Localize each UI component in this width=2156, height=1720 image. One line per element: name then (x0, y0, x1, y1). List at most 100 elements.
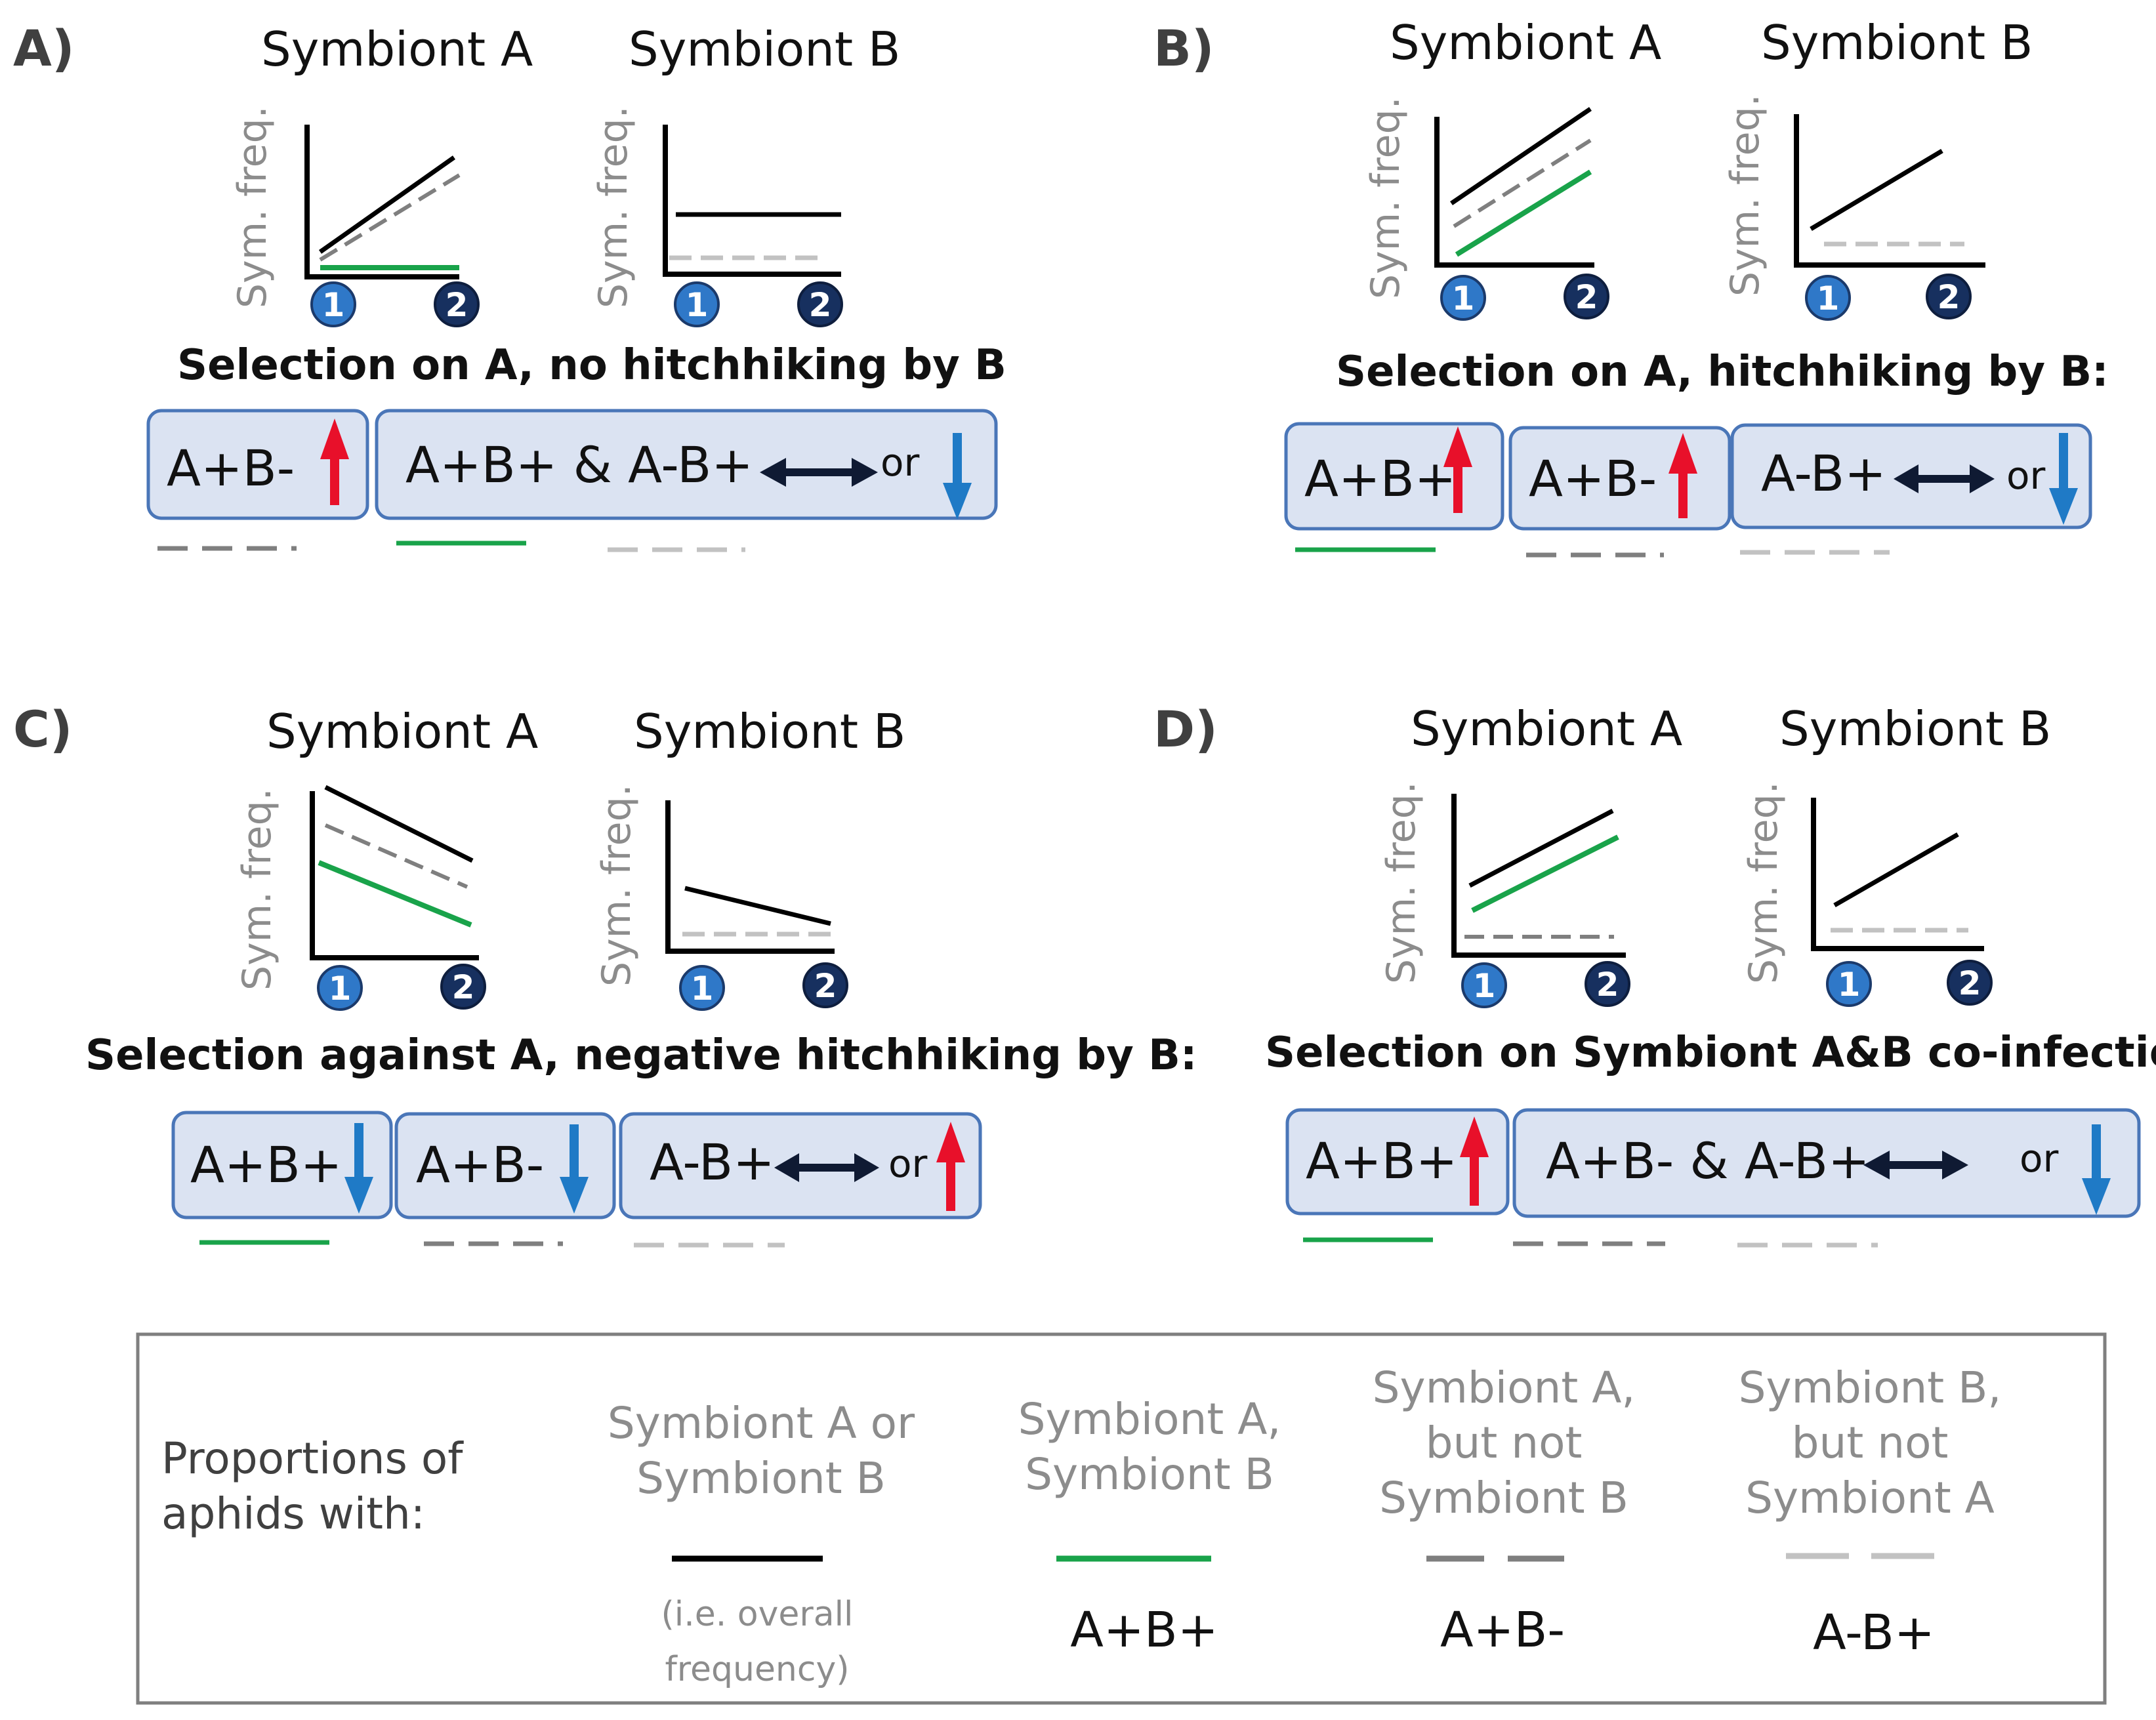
genotype-label: A-B+ (1761, 444, 1886, 502)
legend-entry-both: Symbiont A, Symbiont B A+B+ (1018, 1394, 1281, 1658)
series-overall (1468, 808, 1614, 888)
panel-letter: B) (1153, 19, 1214, 77)
symbiont-a-title: Symbiont A (266, 704, 538, 759)
panel-letter: D) (1153, 700, 1218, 758)
genotype-label: A+B+ & A-B+ (405, 436, 753, 494)
time-label: 2 (1575, 278, 1598, 316)
y-axis-label: Sym. freq. (230, 106, 276, 308)
series-a-not-b (1453, 138, 1592, 228)
legend-code: A-B+ (1813, 1605, 1935, 1661)
time-label: 2 (814, 967, 837, 1005)
down-arrow-icon (2049, 433, 2078, 525)
genotype-label: A+B+ (190, 1136, 342, 1194)
legend-code: A+B+ (1070, 1602, 1218, 1658)
time-point-2: 2 (434, 281, 480, 327)
symbiont-b-title: Symbiont B (1779, 701, 2051, 756)
chart-symbiont-a: Sym. freq. 1 2 (234, 785, 486, 1011)
time-label: 1 (1452, 279, 1475, 317)
axes (663, 125, 841, 277)
y-axis-label: Sym. freq. (234, 788, 280, 991)
time-label: 2 (446, 286, 468, 324)
genotype-box: A+B+ & A-B+ or (375, 409, 998, 520)
up-arrow-icon (320, 419, 349, 505)
time-point-2: 2 (797, 281, 843, 327)
chart-symbiont-a: Sym. freq. 1 2 (230, 106, 480, 327)
up-arrow-icon (1669, 433, 1697, 518)
genotype-label: A+B- & A-B+ (1546, 1132, 1870, 1190)
series-both (1471, 834, 1619, 913)
panel-letter: C) (13, 700, 73, 758)
legend-entry-text: but not (1792, 1418, 1949, 1468)
genotype-label: A+B- (167, 439, 295, 497)
legend-title: Proportions of (161, 1433, 464, 1484)
axes (1811, 798, 1984, 951)
time-label: 1 (1473, 967, 1496, 1005)
legend-entry-b-not-a: Symbiont B, but not Symbiont A A-B+ (1739, 1362, 2002, 1661)
selection-caption: Selection on A, hitchhiking by B: (1336, 348, 2109, 396)
time-point-2: 2 (1585, 961, 1630, 1007)
or-label: or (888, 1141, 927, 1186)
selection-caption: Selection against A, negative hitchhikin… (85, 1031, 1197, 1080)
series-overall (318, 155, 456, 254)
up-arrow-icon (1460, 1116, 1489, 1206)
legend-entry-text: Symbiont B (636, 1453, 886, 1504)
series-overall (324, 785, 474, 863)
panel-d: D) Symbiont A Symbiont B Sym. freq. 1 2 … (1153, 700, 2156, 1248)
chart-symbiont-b: Sym. freq. 1 2 (591, 106, 843, 327)
y-axis-label: Sym. freq. (594, 784, 640, 987)
chart-symbiont-b: Sym. freq. 1 2 (594, 784, 848, 1011)
series-overall (1450, 107, 1592, 205)
time-label: 2 (1959, 964, 1981, 1002)
legend-note: (i.e. overall (661, 1595, 853, 1634)
genotype-box: A-B+ or (1730, 423, 2092, 529)
series-both (1455, 169, 1592, 257)
symbiont-a-title: Symbiont A (1390, 15, 1661, 70)
time-point-1: 1 (1805, 275, 1851, 321)
time-label: 1 (329, 970, 352, 1008)
time-point-2: 2 (1564, 274, 1609, 319)
genotype-box: A+B- (394, 1112, 616, 1219)
axes (1451, 794, 1626, 958)
time-point-1: 1 (674, 281, 720, 327)
or-label: or (2006, 453, 2045, 498)
or-label: or (881, 440, 919, 485)
down-arrow-icon (943, 433, 972, 520)
legend-entry-text: Symbiont A or (608, 1398, 915, 1448)
genotype-box: A+B+ (1284, 422, 1504, 531)
time-point-2: 2 (1926, 274, 1972, 319)
up-arrow-icon (936, 1122, 965, 1211)
selection-caption: Selection on A, no hitchhiking by B (177, 341, 1006, 390)
genotype-label: A+B+ (1304, 449, 1457, 508)
axes (1434, 117, 1594, 268)
down-arrow-icon (344, 1123, 373, 1214)
time-point-2: 2 (440, 964, 486, 1010)
legend-entry-text: Symbiont A, (1373, 1362, 1636, 1413)
up-arrow-icon (1443, 426, 1472, 513)
legend-note: frequency) (665, 1650, 849, 1689)
down-arrow-icon (560, 1124, 589, 1214)
double-arrow-icon (760, 458, 878, 487)
time-label: 1 (322, 286, 345, 324)
genotype-box: A+B+ (1285, 1108, 1510, 1216)
series-overall (684, 886, 831, 926)
axes (1794, 114, 1985, 268)
symbiont-a-title: Symbiont A (261, 22, 533, 77)
panel-a: A) Symbiont A Symbiont B Sym. freq. 1 2 … (13, 19, 1006, 552)
legend-entry-text: Symbiont A (1745, 1473, 1995, 1523)
selection-caption: Selection on Symbiont A&B co-infection: (1265, 1029, 2156, 1077)
chart-symbiont-b: Sym. freq. 1 2 (1722, 94, 1985, 321)
legend-entry-text: Symbiont A, (1018, 1394, 1281, 1444)
panel-c: C) Symbiont A Symbiont B Sym. freq. 1 2 … (13, 700, 1197, 1248)
time-label: 1 (1838, 966, 1861, 1004)
or-label: or (2020, 1136, 2058, 1181)
y-axis-label: Sym. freq. (1379, 781, 1424, 984)
time-label: 1 (691, 970, 714, 1008)
time-point-1: 1 (679, 965, 725, 1011)
legend-entry-text: Symbiont B, (1739, 1362, 2002, 1413)
genotype-box: A-B+ or (619, 1112, 982, 1219)
legend-frame (136, 1332, 2107, 1705)
time-point-2: 2 (802, 962, 848, 1008)
time-label: 1 (1817, 279, 1840, 317)
double-arrow-icon (774, 1153, 879, 1182)
chart-symbiont-a: Sym. freq. 1 2 (1379, 781, 1630, 1008)
